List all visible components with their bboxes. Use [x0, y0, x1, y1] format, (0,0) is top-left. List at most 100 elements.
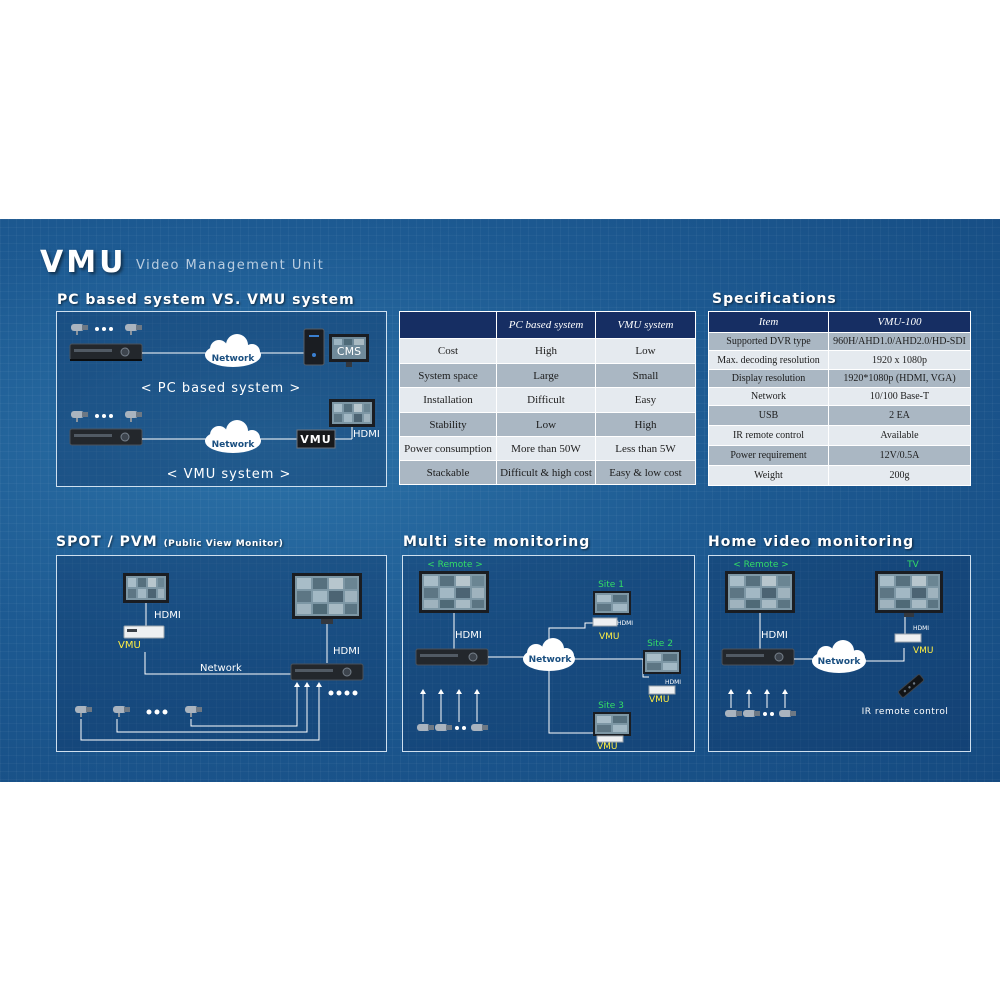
dots-icon	[95, 414, 113, 418]
camera-icon	[71, 411, 88, 422]
camera-icon	[125, 324, 142, 335]
table-cell: High	[496, 338, 596, 364]
table-header-cell: VMU system	[595, 311, 696, 339]
pc-vs-vmu-panel: Network CMS < PC based system >	[56, 311, 387, 487]
vmu-device-icon	[123, 625, 165, 639]
camera-icon	[471, 724, 488, 731]
table-cell: Power consumption	[399, 436, 497, 461]
network-cloud-icon: Network	[523, 638, 575, 671]
hdmi-label: HDMI	[353, 429, 380, 440]
remote-label: < Remote >	[733, 560, 789, 570]
spot-title-text: SPOT / PVM	[56, 534, 158, 550]
ir-remote-icon	[898, 674, 924, 698]
table-cell: Available	[828, 425, 971, 446]
network-cloud-icon: Network	[205, 334, 261, 367]
dvr-icon	[721, 648, 795, 666]
network-cloud-icon: Network	[812, 640, 866, 673]
hdmi-small-label: HDMI	[617, 620, 633, 627]
table-cell: Difficult	[496, 387, 596, 413]
tv-icon	[875, 571, 943, 617]
arrow-up-icon	[728, 689, 788, 694]
table-cell: Supported DVR type	[708, 332, 829, 351]
vmu-label: VMU	[649, 695, 670, 705]
network-label: Network	[212, 440, 256, 450]
table-header-cell: VMU-100	[828, 311, 971, 333]
arrow-up-icon	[294, 682, 322, 687]
table-cell: 10/100 Base-T	[828, 387, 971, 406]
table-cell: Cost	[399, 338, 497, 364]
table-cell: IR remote control	[708, 425, 829, 446]
monitor-icon	[419, 571, 489, 613]
camera-icon	[417, 724, 434, 731]
vmu-device-icon	[648, 685, 676, 695]
vmu-label: VMU	[913, 646, 934, 656]
table-cell: 200g	[828, 465, 971, 486]
table-cell: Installation	[399, 387, 497, 413]
dvr-icon	[69, 343, 143, 361]
dots-icon	[763, 712, 774, 716]
site-label: Site 2	[647, 639, 673, 649]
vmu-device-icon	[592, 617, 618, 627]
table-cell: Difficult & high cost	[496, 460, 596, 485]
table-cell: High	[595, 412, 696, 437]
monitor-icon	[123, 573, 169, 603]
camera-icon	[125, 411, 142, 422]
dvr-icon	[69, 428, 143, 446]
home-diagram: < Remote > HDMI Network TV	[721, 560, 949, 717]
dots-icon	[146, 709, 168, 715]
table-cell: Network	[708, 387, 829, 406]
camera-icon	[185, 706, 202, 717]
table-cell: More than 50W	[496, 436, 596, 461]
table-cell: Weight	[708, 465, 829, 486]
vmu-label: VMU	[118, 640, 141, 651]
multi-site-diagram: < Remote > HDMI Network	[415, 560, 681, 751]
table-cell: Stability	[399, 412, 497, 437]
page-subtitle: Video Management Unit	[136, 258, 325, 273]
table-cell: Stackable	[399, 460, 497, 485]
camera-icon	[725, 710, 742, 717]
camera-icon	[779, 710, 796, 717]
hdmi-label: HDMI	[333, 646, 360, 657]
hdmi-label: HDMI	[154, 610, 181, 621]
dvr-icon	[290, 663, 364, 681]
ir-remote-label: IR remote control	[862, 707, 949, 717]
camera-icon	[743, 710, 760, 717]
network-label: Network	[212, 354, 256, 364]
camera-icon	[435, 724, 452, 731]
dots-icon	[455, 726, 466, 730]
camera-icon	[113, 706, 130, 717]
spot-diagram: HDMI VMU Network HDMI	[75, 573, 364, 741]
table-cell: 2 EA	[828, 405, 971, 426]
monitor-icon	[329, 399, 375, 427]
dots-icon	[95, 327, 113, 331]
table-cell: Low	[496, 412, 596, 437]
camera-icon	[75, 706, 92, 717]
table-cell: Small	[595, 363, 696, 388]
comparison-section-title: PC based system VS. VMU system	[57, 292, 355, 308]
vmu-label: VMU	[599, 632, 620, 642]
network-label: Network	[529, 655, 573, 665]
table-header-row: Item VMU-100	[708, 311, 971, 333]
table-cell: 1920 x 1080p	[828, 350, 971, 370]
hdmi-small-label: HDMI	[913, 625, 929, 632]
multi-site-section-title: Multi site monitoring	[403, 534, 591, 550]
table-cell: Power requirement	[708, 445, 829, 466]
vmu-caption: < VMU system >	[167, 467, 292, 482]
network-label: Network	[200, 663, 242, 674]
site-label: Site 3	[598, 701, 624, 711]
specifications-section-title: Specifications	[712, 291, 837, 307]
monitor-icon	[292, 573, 362, 624]
hdmi-label: HDMI	[455, 630, 482, 641]
pc-tower-icon	[303, 328, 325, 366]
dvr-icon	[415, 648, 489, 666]
